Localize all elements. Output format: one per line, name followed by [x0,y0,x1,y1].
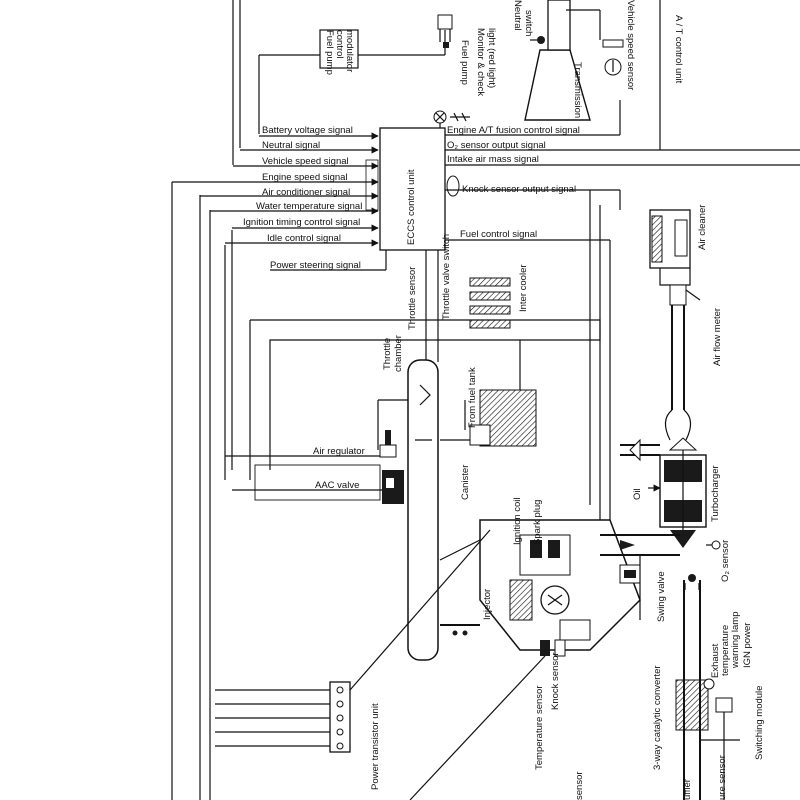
ecu-label: ECCS control unit [406,169,417,245]
surge-tank [407,359,439,661]
temperature-sensor-label: Temperature sensor [534,686,545,770]
canister-label: Canister [460,465,471,500]
swing-valve-label: Swing valve [656,571,667,622]
power-transistor-unit [215,529,491,753]
air-regulator [377,399,408,458]
output-engine-at-fusion: Engine A/T fusion control signal [447,125,580,136]
fuel-pump-icon [437,14,453,48]
svg-text:Fuel pump: Fuel pump [324,30,335,75]
catalytic-converter [675,574,709,800]
transmission [524,0,600,121]
svg-text:control: control [334,30,345,59]
aac-valve-label: AAC valve [315,480,359,491]
input-signals: Battery voltage signal Neutral signal Ve… [171,0,387,800]
top-components: Fuel pump control modulator Fuel pump Mo… [319,0,684,150]
exhaust-temp-warning [700,678,740,800]
o2-sensor-label: O₂ sensor [720,540,731,582]
svg-text:IGN power: IGN power [742,623,753,668]
knock-sensor-label: Knock sensor [550,652,561,710]
inter-cooler-label: Inter cooler [518,264,529,312]
input-power-steering: Power steering signal [270,260,361,271]
canister [440,389,537,447]
svg-text:Monitor & check: Monitor & check [475,28,486,96]
input-neutral: Neutral signal [262,140,320,151]
transmission-label: Transmission [572,62,583,118]
throttle-valve-switch-label: Throttle valve switch [441,234,452,320]
from-fuel-tank-label: From fuel tank [467,367,478,428]
svg-text:chamber: chamber [393,335,404,372]
aac-valve [382,470,404,504]
output-knock-sensor: Knock sensor output signal [462,184,576,195]
svg-text:temperature: temperature [720,625,731,676]
svg-text:Exhaust: Exhaust [710,643,721,678]
power-transistor-unit-label: Power transistor unit [370,703,381,790]
at-control-unit-label: A / T control unit [673,15,684,84]
input-vehicle-speed: Vehicle speed signal [262,156,349,167]
ecu-unit: ECCS control unit [379,127,446,251]
turbocharger-label: Turbocharger [710,465,721,522]
ecu-box [379,127,446,251]
input-battery-voltage: Battery voltage signal [262,125,353,136]
svg-text:modulator: modulator [344,30,355,72]
output-signals: Engine A/T fusion control signal O₂ sens… [445,100,800,530]
input-idle-control: Idle control signal [267,233,341,244]
injector-label: Injector [482,589,493,620]
oil-label: Oil [632,488,643,500]
output-intake-air-mass: Intake air mass signal [447,154,539,165]
vehicle-speed-sensor-label: Vehicle speed sensor [625,0,636,90]
turbocharger [659,437,707,548]
svg-text:Neutral: Neutral [512,0,523,31]
input-water-temperature: Water temperature signal [256,201,362,212]
spark-plug-label: Spark plug [532,500,543,545]
svg-text:ure sensor: ure sensor [717,755,728,800]
catalytic-converter-label: 3-way catalytic converter [652,665,663,770]
air-regulator-label: Air regulator [313,446,365,457]
input-air-conditioner: Air conditioner signal [262,187,350,198]
air-flow-meter-label: Air flow meter [712,308,723,366]
svg-text:Throttle: Throttle [382,338,393,370]
intake-system: Air cleaner Air flow meter Turbocharger … [225,205,723,661]
engine [439,519,641,651]
switching-module-label: Switching module [754,686,765,760]
exhaust-manifold [600,534,680,620]
svg-text:light (red light): light (red light) [486,28,497,88]
svg-text:warning lamp: warning lamp [730,612,741,670]
vehicle-speed-sensor-icon [599,10,624,76]
fuel-pump-control-modulator [319,29,359,69]
inter-cooler [469,277,511,329]
svg-text:sensor: sensor [574,771,585,800]
output-fuel-control: Fuel control signal [460,229,537,240]
air-cleaner-label: Air cleaner [697,205,708,250]
svg-text:switch: switch [523,10,534,36]
input-ignition-timing: Ignition timing control signal [243,217,360,228]
input-engine-speed: Engine speed signal [262,172,348,183]
air-cleaner [649,209,691,286]
svg-text:uffler: uffler [682,779,693,800]
knock-temp-sensors [409,639,566,800]
output-o2-sensor: O₂ sensor output signal [447,140,546,151]
check-light-icon [433,110,470,128]
fuel-pump-label: Fuel pump [459,40,470,85]
throttle-sensor-label: Throttle sensor [407,267,418,330]
ignition-coil-label: Ignition coil [512,497,523,545]
air-flow-meter [669,284,687,306]
